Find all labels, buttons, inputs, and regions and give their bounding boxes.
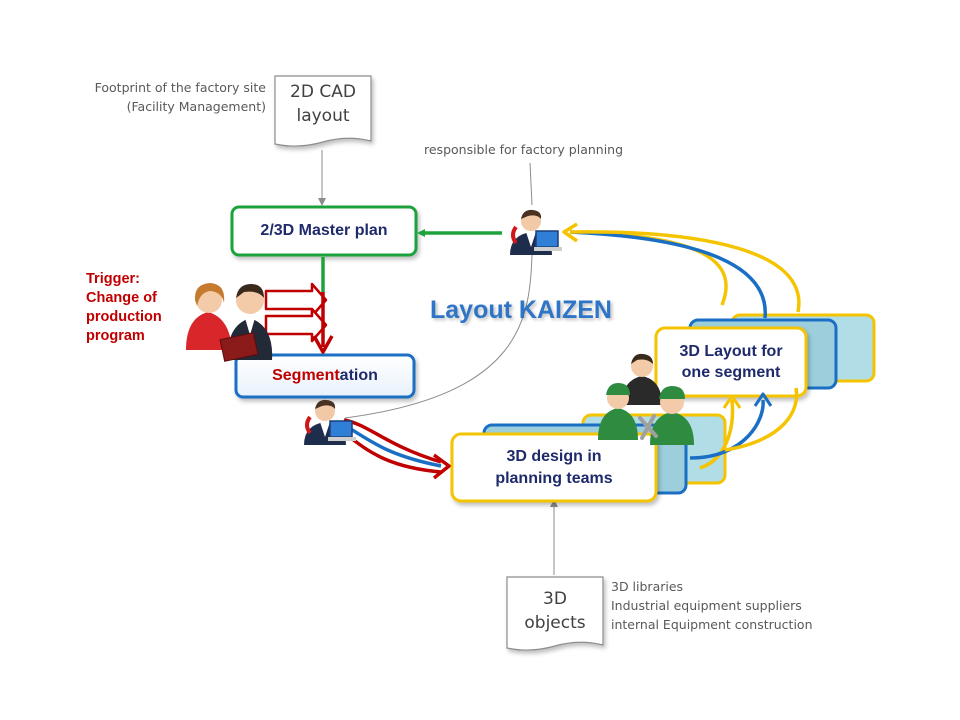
planner-note: responsible for factory planning bbox=[424, 142, 624, 157]
cad-note-line1: Footprint of the factory site bbox=[94, 80, 266, 95]
trigger-line1: Trigger: bbox=[86, 271, 140, 287]
layout-segment-line2: one segment bbox=[681, 364, 781, 381]
cad-doc-line2: layout bbox=[296, 106, 350, 126]
loop-arrowhead bbox=[562, 222, 578, 243]
cad-document-label: 2D CAD layout bbox=[275, 80, 371, 128]
cad-doc-line1: 2D CAD bbox=[290, 82, 356, 102]
objects-note: 3D libraries Industrial equipment suppli… bbox=[611, 577, 871, 634]
planner-person-icon bbox=[510, 209, 562, 255]
layout-segment-label: 3D Layout for one segment bbox=[656, 328, 806, 396]
design-teams-line1: 3D design in bbox=[506, 447, 602, 465]
objects-note-line2: Industrial equipment suppliers bbox=[611, 598, 802, 613]
cad-note-line2: (Facility Management) bbox=[126, 99, 266, 114]
objects-doc-line2: objects bbox=[524, 613, 586, 633]
diagram-title: Layout KAIZEN bbox=[430, 296, 612, 324]
objects-doc-line1: 3D bbox=[543, 589, 567, 609]
loop-yellow-inner bbox=[569, 230, 728, 306]
segmentation-part1: Segment bbox=[272, 367, 340, 384]
design-to-layout-arrowhead-1 bbox=[722, 394, 742, 409]
seg-to-design-arrowhead bbox=[432, 453, 451, 480]
trigger-line3: production bbox=[86, 309, 162, 325]
design-to-layout-yellow-2 bbox=[724, 387, 799, 452]
trigger-line2: Change of bbox=[86, 290, 157, 306]
design-to-layout-blue bbox=[689, 399, 765, 460]
trigger-down-arrowhead bbox=[312, 335, 334, 354]
design-teams-box bbox=[450, 432, 658, 503]
planning-team-icon bbox=[598, 353, 694, 445]
design-teams-label: 3D design in planning teams bbox=[452, 434, 656, 501]
master-plan-box bbox=[230, 205, 418, 257]
design-to-layout-yellow-1 bbox=[699, 399, 735, 470]
loop-blue bbox=[569, 230, 767, 319]
seg-to-design-red-1 bbox=[343, 418, 442, 464]
managers-icon bbox=[186, 283, 273, 362]
planner-note-leader bbox=[529, 162, 533, 206]
loop-yellow-outer bbox=[569, 230, 801, 313]
objects-document-label: 3D objects bbox=[507, 587, 603, 635]
objects-note-line3: internal Equipment construction bbox=[611, 617, 813, 632]
objects-note-line1: 3D libraries bbox=[611, 579, 684, 594]
objects-document-shape bbox=[506, 576, 604, 651]
layout-segment-line1: 3D Layout for bbox=[679, 343, 783, 360]
master-plan-label: 2/3D Master plan bbox=[260, 222, 388, 239]
planner-link-line bbox=[344, 254, 533, 419]
segmentation-box bbox=[234, 353, 416, 399]
trigger-arrows bbox=[264, 282, 328, 343]
cad-document-shape bbox=[274, 75, 372, 147]
design-to-layout-arrowhead-2 bbox=[753, 392, 773, 407]
trigger-line4: program bbox=[86, 328, 145, 344]
segmentation-part2: ation bbox=[339, 367, 378, 384]
design-teams-line2: planning teams bbox=[495, 469, 613, 487]
trigger-label: Trigger: Change of production program bbox=[86, 270, 196, 346]
segmentation-person-icon bbox=[304, 399, 356, 445]
cad-note: Footprint of the factory site (Facility … bbox=[60, 78, 266, 116]
